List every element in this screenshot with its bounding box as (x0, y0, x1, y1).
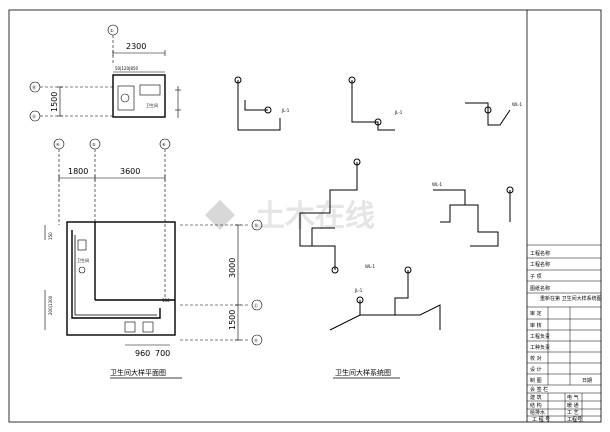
axis-label: ① (110, 28, 114, 33)
tb-row-label: 工种负责 (530, 344, 550, 351)
bathroom-plan (44, 138, 263, 346)
tb-sign-a: 给排水 (530, 409, 545, 416)
tb-row-label: 设 计 (530, 366, 542, 373)
system-caption: 卫生间大样系统图 (335, 368, 391, 377)
pipe-system-diagram (234, 76, 514, 331)
pipe-tags: JL-1 JL-1 WL-1 WL-1 WL-1 JL-1 (281, 102, 523, 293)
tb-row-label: 审 定 (530, 310, 542, 317)
tb-sign-b: 工 艺 (567, 410, 579, 416)
pipe-tag: WL-1 (365, 264, 376, 269)
pipe-tag: JL-1 (394, 110, 403, 115)
axis-label: ⑥ (162, 142, 166, 147)
dimension-text: 2300 (126, 42, 146, 51)
room-label: 卫生间 (146, 102, 158, 108)
axis-label: Ⓐ (254, 337, 258, 343)
dimension-text: 150 (48, 232, 53, 240)
tb-project-label: 工程名称 (530, 250, 550, 257)
axis-label: Ⓒ (254, 302, 258, 308)
drawing-border (8, 9, 602, 423)
tb-row-label: 制 图 (530, 377, 542, 384)
tb-project-no-label: 工 程 号 (532, 416, 550, 423)
tb-project-no-val: 工程号 (567, 416, 582, 423)
tb-sign-label: 会 签 栏 (530, 386, 548, 393)
tb-sign-b: 电 气 (567, 394, 579, 401)
dimension-text: 200|1300 (48, 295, 53, 315)
tb-row-label: 校 对 (530, 355, 542, 362)
watermark: 土木在线 (205, 199, 375, 234)
tb-sign-a: 建 筑 (530, 394, 542, 401)
dimension-text: 700 (155, 349, 170, 358)
pipe-tag: WL-1 (432, 182, 443, 187)
title-block (527, 244, 601, 422)
dimension-text: 1800 (68, 167, 88, 176)
tb-row-label: 工程负责 (530, 333, 550, 340)
tb-date-label: 日期 (582, 378, 592, 384)
tb-row-label: 审 核 (530, 322, 542, 329)
tb-drawing-label: 图纸名称 (530, 285, 550, 292)
svg-text:土木在线: 土木在线 (255, 199, 375, 234)
dimension-text: 1500 (228, 310, 237, 330)
dimension-text: 3000 (228, 258, 237, 278)
tb-sign-b: 暖 通 (567, 402, 579, 409)
axis-label: Ⓐ (32, 113, 36, 119)
dimension-text: 3600 (120, 167, 140, 176)
dimension-text: 150 (162, 298, 170, 303)
room-label: 卫生间 (77, 257, 89, 263)
tb-sign-a: 结 构 (530, 402, 542, 409)
axis-label: Ⓑ (32, 84, 36, 90)
tb-drawing-title: 重新在第 卫生间大样系统图 (540, 295, 602, 302)
dimension-text: 50|120|850 (115, 66, 139, 71)
pipe-tag: JL-1 (281, 108, 290, 113)
small-bathroom-plan (29, 24, 181, 122)
tb-subitem-label: 子 项 (530, 273, 542, 280)
tb-project-sub: 工程名称 (530, 261, 550, 268)
dimension-text: 960 (135, 349, 150, 358)
axis-label: ④ (56, 142, 60, 147)
axis-label: Ⓓ (254, 222, 258, 228)
dimension-text: 1500 (50, 92, 59, 112)
pipe-tag: JL-1 (354, 288, 363, 293)
pipe-tag: WL-1 (512, 102, 523, 107)
axis-label: ⑤ (92, 142, 96, 147)
plan-caption: 卫生间大样平面图 (110, 368, 166, 377)
